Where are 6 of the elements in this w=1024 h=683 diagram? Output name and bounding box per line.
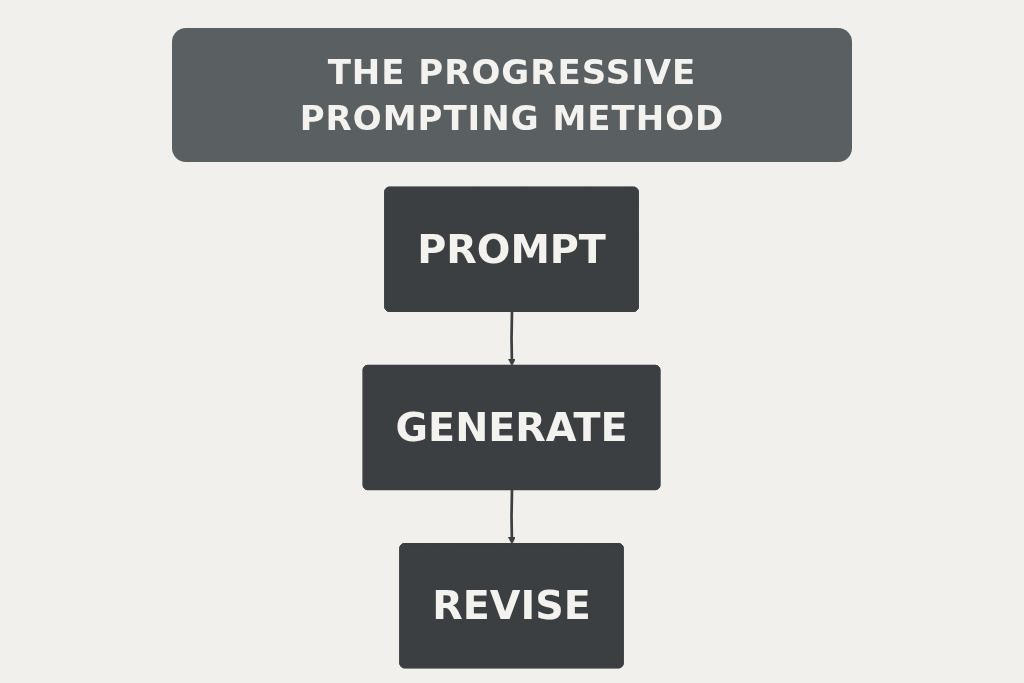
step-box: GENERATE: [363, 364, 661, 491]
arrow: [508, 490, 517, 545]
arrow: [508, 311, 517, 367]
diagram-title: THE PROGRESSIVE PROMPTING METHOD: [172, 28, 852, 162]
step-box: REVISE: [399, 543, 625, 669]
step-box: PROMPT: [384, 186, 640, 312]
